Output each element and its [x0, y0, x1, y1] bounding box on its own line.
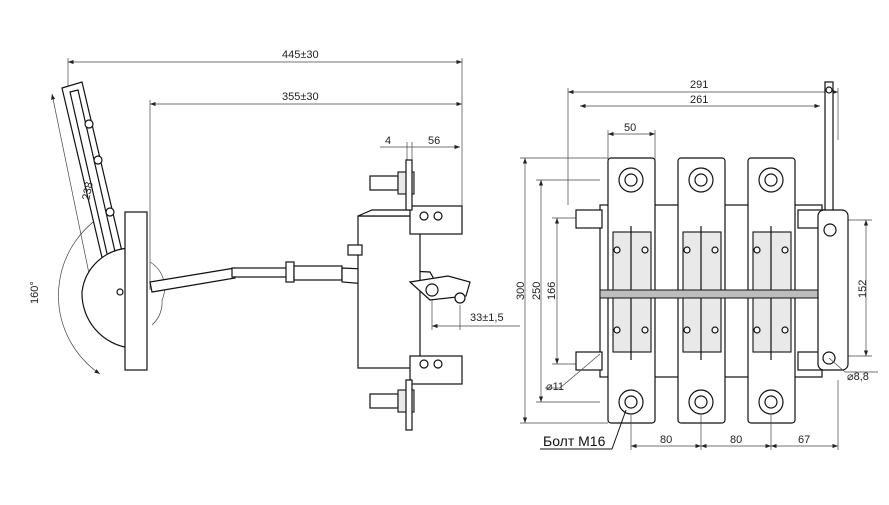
terminals — [369, 159, 415, 431]
front-view: 291 261 50 300 250 166 152 — [515, 79, 878, 450]
dim-height: 300 — [515, 282, 527, 300]
dim-width-inner: 261 — [690, 94, 708, 106]
dim-offset: 33±1,5 — [470, 312, 504, 324]
switch-body — [347, 205, 471, 385]
handle-lever: 238 — [51, 81, 125, 289]
side-lever — [817, 81, 849, 371]
drive-shaft — [599, 289, 823, 299]
dim-pitch-2: 80 — [730, 434, 742, 446]
dim-terminal-width: 50 — [624, 122, 636, 134]
dim-gap: 4 — [385, 135, 391, 147]
dim-overall-length: 445±30 — [282, 49, 319, 61]
dim-small-hole: ⌀8,8 — [847, 371, 869, 383]
handle-hub — [81, 211, 165, 371]
dim-pitch-1: 80 — [660, 434, 672, 446]
dim-right-height: 152 — [857, 280, 869, 298]
pole-3 — [747, 157, 796, 424]
dim-width-outer: 291 — [690, 79, 708, 91]
side-view: 445±30 355±30 4 56 160° 238 — [29, 49, 520, 431]
dim-hole-diameter: ⌀11 — [546, 381, 564, 393]
dim-mount-height: 250 — [531, 282, 543, 300]
dim-inner-height: 166 — [546, 282, 558, 300]
dim-angle: 160° — [29, 281, 41, 304]
dim-depth: 56 — [428, 135, 440, 147]
bolt-label: Болт М16 — [543, 433, 606, 449]
dim-handle-length: 238 — [80, 181, 96, 201]
dim-side-offset: 67 — [798, 434, 810, 446]
dim-shaft-length: 355±30 — [282, 91, 319, 103]
